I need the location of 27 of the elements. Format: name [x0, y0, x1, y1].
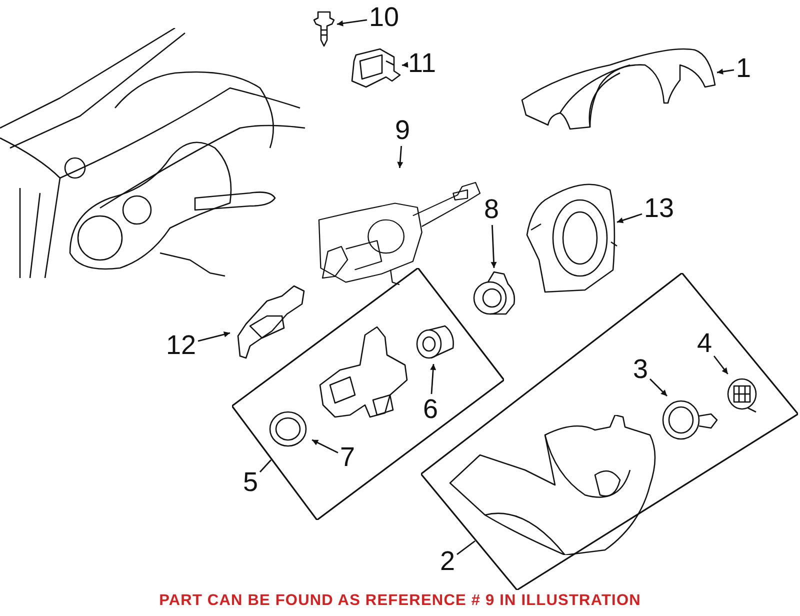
caption: PART CAN BE FOUND AS REFERENCE # 9 IN ILLUSTRATION [159, 592, 641, 609]
callout-number: 4 [697, 330, 712, 357]
callout-number: 10 [369, 4, 400, 31]
callout-number: 1 [736, 55, 752, 82]
leader-line [259, 460, 272, 472]
callout-number: 12 [166, 332, 196, 359]
callout-number: 9 [395, 117, 410, 144]
leader-arrow [490, 224, 497, 268]
callout-number: 5 [243, 469, 258, 496]
leader-line [456, 540, 476, 555]
callout-number: 7 [340, 444, 356, 471]
leader-arrow [716, 68, 734, 75]
leader-arrow [402, 62, 408, 68]
leader-arrow [397, 146, 404, 168]
callout-number: 6 [423, 396, 438, 423]
leader-arrow [198, 331, 230, 342]
callout-number: 8 [484, 196, 500, 223]
callout-number: 2 [440, 548, 456, 575]
leader-arrow [312, 439, 338, 454]
leader-arrow [336, 19, 368, 26]
callout-number: 13 [644, 195, 674, 222]
leader-arrow [430, 364, 436, 394]
callout-number: 11 [408, 50, 436, 77]
callout-number: 3 [633, 356, 648, 383]
leader-arrow [616, 213, 642, 224]
leader-arrow [713, 356, 728, 374]
leader-arrow [650, 378, 668, 396]
